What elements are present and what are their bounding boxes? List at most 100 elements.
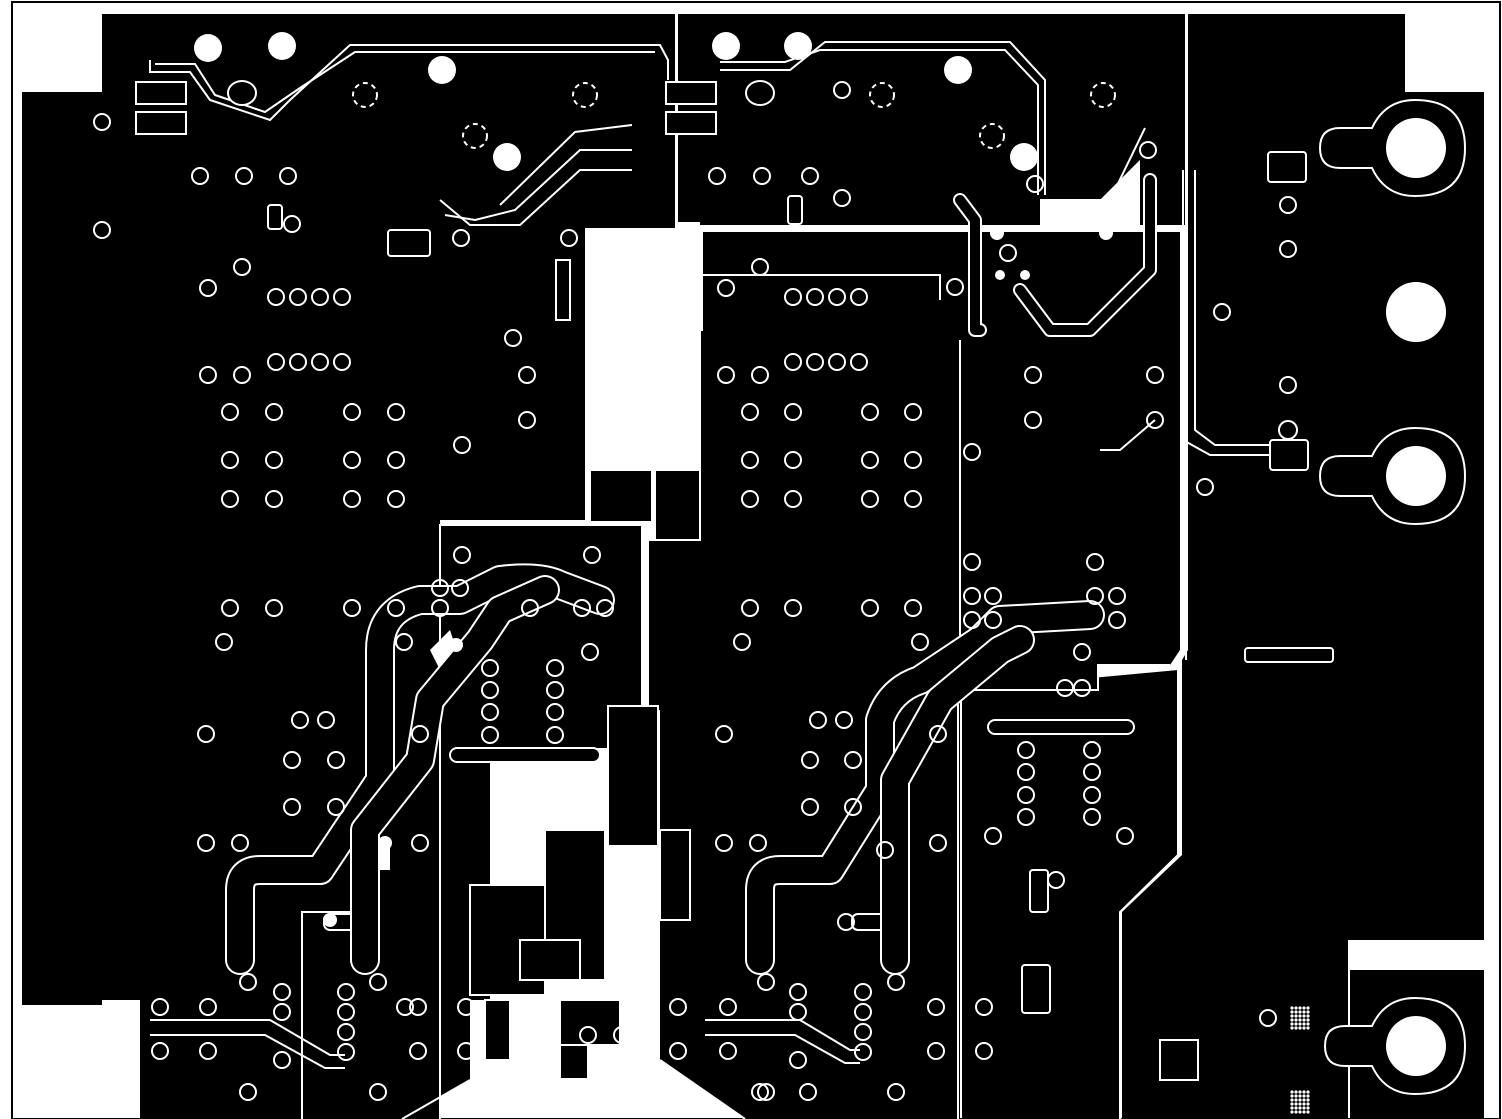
- copper-pour-left: [22, 14, 675, 1119]
- via-grid-b-dot: [1290, 1110, 1294, 1114]
- via-array: [93, 81, 1297, 1101]
- via-200: [751, 1083, 769, 1101]
- via-199: [579, 1026, 597, 1044]
- via-71: [751, 258, 769, 276]
- trace-signal-bottom-mid-b: [705, 1034, 860, 1064]
- via-143: [1047, 871, 1065, 889]
- via-grid-c-dot: [636, 1034, 640, 1038]
- filled-via-3: [493, 143, 521, 171]
- via-grid-b-dot: [1290, 1106, 1294, 1110]
- trace-power-left: [227, 565, 613, 973]
- via-90: [904, 403, 922, 421]
- via-56: [581, 643, 599, 661]
- via-103: [733, 633, 751, 651]
- via-grid-b-dot: [1306, 1106, 1310, 1110]
- via-21: [387, 403, 405, 421]
- via-grid-b-dot: [1290, 1098, 1294, 1102]
- via-grid-c-dot: [632, 1038, 636, 1042]
- via-107: [835, 711, 853, 729]
- filled-via-5: [784, 32, 812, 60]
- void-tab-left: [1350, 940, 1410, 970]
- via-grid-c-dot: [628, 1034, 632, 1038]
- via-87: [741, 403, 759, 421]
- via-116: [1024, 366, 1042, 384]
- via-163: [337, 1043, 355, 1061]
- via-grid-b-dot: [1302, 1090, 1306, 1094]
- via-190: [452, 229, 470, 247]
- via-155: [239, 973, 257, 991]
- unplated-hole-4: [1090, 82, 1116, 108]
- via-18: [221, 403, 239, 421]
- via-grid-b-dot: [1290, 1090, 1294, 1094]
- via-144: [1196, 478, 1214, 496]
- via-27: [265, 490, 283, 508]
- via-47: [453, 436, 471, 454]
- via-96: [784, 490, 802, 508]
- trace-signal-right-vertical: [1182, 170, 1270, 456]
- via-grid-b-dot: [1294, 1098, 1298, 1102]
- via-38: [317, 711, 335, 729]
- filled-via-8: [585, 438, 599, 452]
- pad-bus-bar-left: [449, 747, 601, 763]
- unplated-hole-3: [869, 82, 895, 108]
- via-109: [844, 751, 862, 769]
- via-86: [751, 366, 769, 384]
- boundary-island: [439, 524, 643, 1119]
- via-grid-b-dot: [1298, 1110, 1302, 1114]
- unplated-hole-0: [352, 82, 378, 108]
- via-39: [283, 751, 301, 769]
- via-187: [975, 998, 993, 1016]
- via-grid-c-dot: [628, 1038, 632, 1042]
- unplated-hole-1: [572, 82, 598, 108]
- via-grid-a-dot: [1294, 1026, 1298, 1030]
- via-124: [984, 587, 1002, 605]
- via-grid-a-dot: [1294, 1018, 1298, 1022]
- via-100: [784, 599, 802, 617]
- via-81: [784, 353, 802, 371]
- pad-narrow-lower: [1029, 869, 1049, 913]
- pad-near-lower-hole: [1269, 439, 1309, 471]
- via-170: [669, 998, 687, 1016]
- filled-via-15: [995, 270, 1005, 280]
- boundary-right-lower: [1119, 660, 1179, 1119]
- via-grid-a-dot: [1290, 1014, 1294, 1018]
- via-134: [1017, 763, 1035, 781]
- via-189: [1259, 1009, 1277, 1027]
- trace-signal-pad-outline: [555, 259, 571, 321]
- via-grid-b-dot: [1302, 1098, 1306, 1102]
- via-15: [333, 353, 351, 371]
- via-45: [411, 834, 429, 852]
- via-grid-c-dot: [636, 1030, 640, 1034]
- via-grid-b-dot: [1290, 1102, 1294, 1106]
- via-91: [741, 451, 759, 469]
- filled-via-6: [944, 56, 972, 84]
- via-140: [1083, 808, 1101, 826]
- via-145: [1213, 303, 1231, 321]
- via-23: [265, 451, 283, 469]
- via-grid-c: [628, 1030, 644, 1050]
- via-grid-b-dot: [1302, 1106, 1306, 1110]
- via-50: [431, 579, 449, 597]
- via-grid-b-dot: [1302, 1110, 1306, 1114]
- oval-pad-1: [745, 80, 775, 106]
- via-126: [1108, 587, 1126, 605]
- filled-via-13: [990, 226, 1004, 240]
- via-36: [197, 725, 215, 743]
- via-59: [481, 703, 499, 721]
- via-16: [199, 366, 217, 384]
- via-34: [215, 633, 233, 651]
- pad-narrow-left: [267, 204, 283, 230]
- via-129: [1108, 611, 1126, 629]
- via-156: [239, 1083, 257, 1101]
- via-grid-a-dot: [1298, 1018, 1302, 1022]
- filled-via-4: [712, 32, 740, 60]
- via-98: [904, 490, 922, 508]
- via-186: [927, 1042, 945, 1060]
- via-148: [1279, 376, 1297, 394]
- via-137: [1083, 741, 1101, 759]
- filled-via-14: [1099, 226, 1113, 240]
- via-2: [191, 167, 209, 185]
- via-5: [233, 258, 251, 276]
- trace-power-left-inner: [352, 577, 558, 973]
- dashed-via-array: [227, 80, 1116, 149]
